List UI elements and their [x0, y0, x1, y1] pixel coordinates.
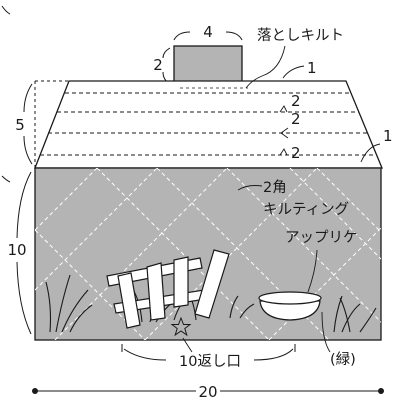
top-panel — [34, 80, 383, 169]
diagonal-quilting-leader — [237, 185, 263, 191]
line-spacing-label-2: 2 — [291, 110, 301, 128]
applique-leader — [307, 249, 318, 293]
bottom-height-label: 10 — [7, 241, 26, 259]
star-outline-icon — [170, 316, 192, 337]
tab-height-label: 2 — [153, 56, 163, 74]
tab-height-dimension — [162, 47, 171, 85]
diagonal-quilting-label-line2: キルティング — [263, 201, 349, 218]
top-height-label: 5 — [15, 116, 25, 134]
height-dimensions: 5 10 — [7, 80, 69, 335]
corner-mark-middle — [1, 175, 11, 183]
corner-mark-top — [1, 5, 11, 15]
green-label: (緑) — [330, 351, 356, 368]
horizontal-quilting-lines — [40, 92, 376, 156]
total-width-dimension: 20 — [32, 383, 384, 401]
fold-quilt-label: 落としキルト — [257, 27, 344, 44]
opening-label: 10返し口 — [179, 353, 241, 370]
diagonal-quilting-label-line1: 2角 — [263, 179, 287, 196]
green-leader — [321, 311, 331, 353]
total-width-label: 20 — [198, 383, 217, 401]
line-spacing-label-3: 2 — [291, 144, 301, 162]
diagonal-quilting-grid — [35, 168, 381, 340]
opening-dimension: 10返し口 — [121, 337, 296, 370]
bowl-applique — [258, 291, 322, 321]
quilt-spacing-annotations: 1 2 2 2 1 — [279, 59, 393, 163]
hanging-tab: 4 2 — [153, 23, 243, 85]
applique-label: アップリケ — [285, 229, 358, 246]
fence-applique — [106, 249, 230, 329]
tab-width-dimension — [173, 31, 243, 41]
tab-width-label: 4 — [203, 23, 213, 41]
quilt-gap-bottom-label: 1 — [383, 127, 393, 145]
quilt-gap-top-label: 1 — [307, 59, 317, 77]
bottom-panel — [34, 167, 382, 341]
fold-quilt-leader — [245, 45, 286, 89]
line-spacing-label-1: 2 — [291, 92, 301, 110]
